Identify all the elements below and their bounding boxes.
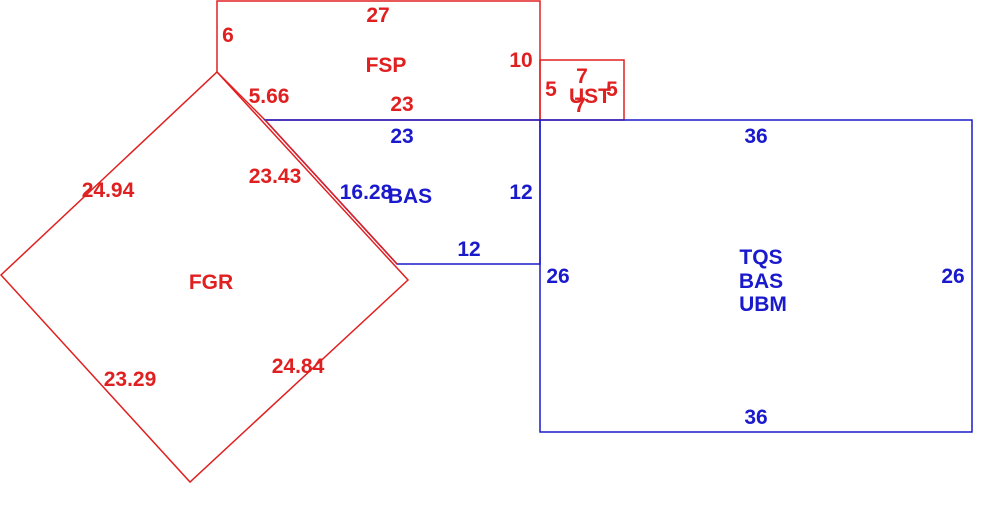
fsp-diag-length: 5.66 [249,85,290,108]
ust-left-length: 5 [545,78,557,101]
fgr-lower-right-length: 24.84 [272,355,325,378]
fsp-name: FSP [366,54,407,77]
ust-right-length: 5 [606,78,618,101]
fgr-bas-shared-edge [264,119,398,265]
big-name-3: UBM [739,293,787,316]
big-bottom-length: 36 [744,406,767,429]
fgr-lower-left-length: 23.29 [104,368,157,391]
big-top-length: 36 [744,125,767,148]
fsp-bottom-length: 23 [390,93,413,116]
bas-bottom-length: 12 [457,238,480,261]
fgr-upper-right-length: 23.43 [249,165,302,188]
tqs-bas-ubm-shape [539,119,973,433]
fsp-right-length: 10 [509,49,532,72]
bas-name: BAS [388,185,432,208]
fsp-left-length: 6 [222,24,234,47]
fsp-top-length: 27 [366,4,389,27]
fgr-shape [0,70,410,484]
ust-name: UST [569,85,611,108]
bas-top-length: 23 [390,125,413,148]
fgr-name: FGR [189,271,233,294]
bas-right-length: 12 [509,181,532,204]
big-name-2: BAS [739,270,783,293]
bas-diag-length: 16.28 [340,181,393,204]
big-right-length: 26 [941,265,964,288]
big-left-length: 26 [546,265,569,288]
ust-bottom-length: 7 [574,94,586,117]
fgr-upper-left-length: 24.94 [82,179,135,202]
ust-top-length: 7 [576,65,588,88]
big-name-1: TQS [739,246,782,269]
